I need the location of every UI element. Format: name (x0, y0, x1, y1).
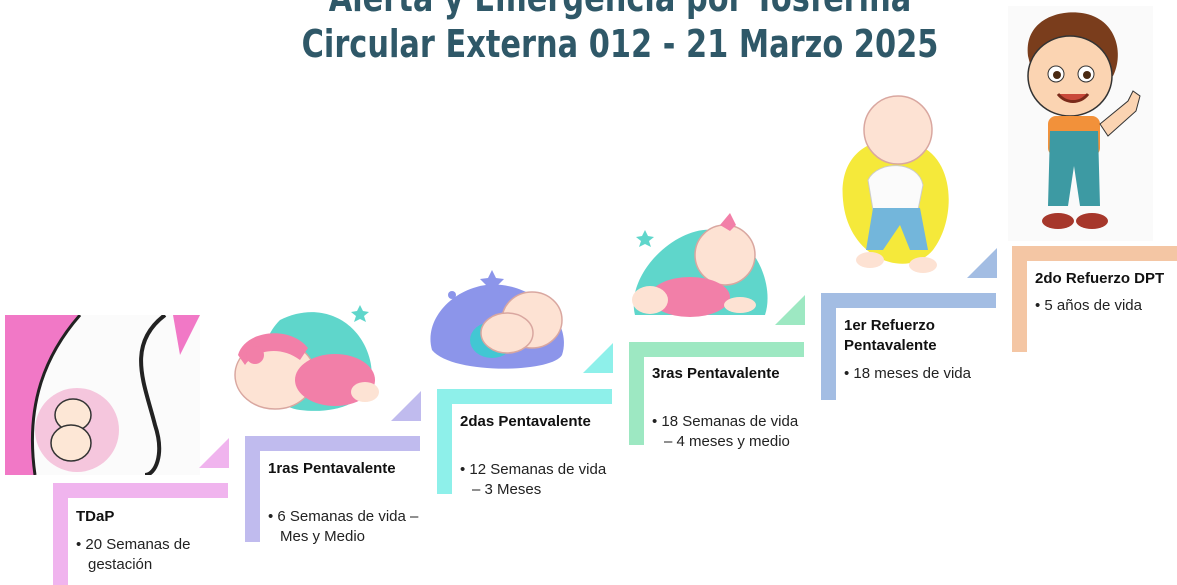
step-marker-2do-refuerzo (1012, 246, 1177, 352)
step-desc-2do-refuerzo: • 5 años de vida (1035, 297, 1142, 314)
marker-bar (1012, 246, 1177, 261)
sleeping-baby-illustration (234, 305, 379, 411)
page-title-line-2: Circular Externa 012 - 21 Marzo 2025 (301, 22, 939, 66)
step-name-tdap: TDaP (76, 508, 115, 525)
crawling-baby-illustration (632, 213, 768, 317)
step-desc-3ras-pentavalente: • 18 Semanas de vida – 4 meses y medio (652, 413, 799, 450)
marker-stem (53, 483, 68, 585)
step-marker-tdap (53, 483, 228, 585)
step-desc-tdap: • 20 Semanas de gestación (76, 536, 191, 573)
marker-stem (1012, 246, 1027, 352)
marker-bar (821, 293, 996, 308)
marker-stem (629, 342, 644, 445)
toddler-walking-illustration (842, 95, 949, 273)
step-name-2do-refuerzo: 2do Refuerzo DPT (1035, 270, 1165, 287)
marker-bar (53, 483, 228, 498)
step-desc-1er-refuerzo: • 18 meses de vida (844, 365, 971, 382)
step-name-1er-refuerzo: 1er Refuerzo Pentavalente (844, 317, 937, 354)
step-marker-1ras-pentavalente (245, 436, 420, 542)
boy-thumbs-up-illustration (1008, 6, 1153, 241)
step-name-3ras-pentavalente: 3ras Pentavalente (652, 365, 780, 382)
marker-stem (437, 389, 452, 494)
baby-on-back-illustration (430, 270, 564, 369)
step-desc-1ras-pentavalente: • 6 Semanas de vida – Mes y Medio (268, 508, 419, 545)
marker-bar (437, 389, 612, 404)
step-marker-3ras-pentavalente (629, 342, 804, 445)
step-desc-2das-pentavalente: • 12 Semanas de vida – 3 Meses (460, 461, 607, 498)
step-name-2das-pentavalente: 2das Pentavalente (460, 413, 591, 430)
marker-bar (629, 342, 804, 357)
pregnant-belly-illustration (5, 315, 200, 475)
step-marker-1er-refuerzo (821, 293, 996, 400)
step-name-1ras-pentavalente: 1ras Pentavalente (268, 460, 396, 477)
step-marker-2das-pentavalente (437, 389, 612, 494)
page-title-line-1: Alerta y Emergencia por Tosferina (124, 0, 1116, 20)
marker-stem (245, 436, 260, 542)
marker-bar (245, 436, 420, 451)
marker-stem (821, 293, 836, 400)
